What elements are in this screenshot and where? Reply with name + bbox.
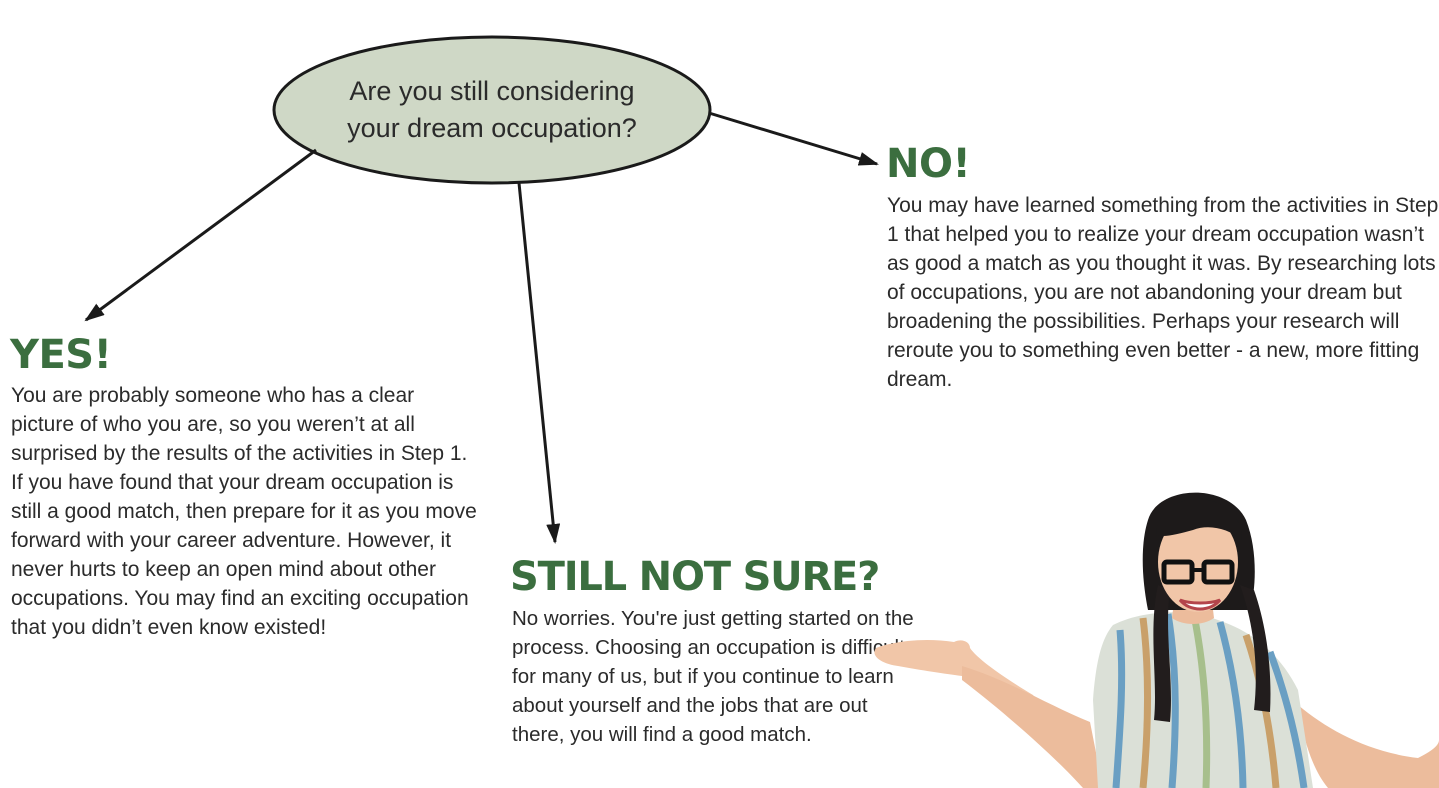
yes-description: You are probably someone who has a clear… (11, 384, 477, 639)
still-not-sure-description: No worries. You're just getting started … (512, 607, 914, 746)
shrugging-woman-icon (874, 492, 1439, 788)
arrow-to-no (708, 111, 879, 166)
arrow-to-yes (84, 148, 317, 322)
still-not-sure-heading: STILL NOT SURE? (510, 554, 880, 600)
no-heading: NO! (886, 141, 971, 187)
no-description: You may have learned something from the … (887, 194, 1439, 391)
question-text-box: Are you still considering your dream occ… (272, 36, 712, 184)
arrow-to-still-not-sure (517, 182, 561, 544)
question-node (272, 35, 712, 185)
question-text: Are you still considering your dream occ… (347, 76, 637, 143)
yes-heading: YES! (10, 332, 112, 378)
